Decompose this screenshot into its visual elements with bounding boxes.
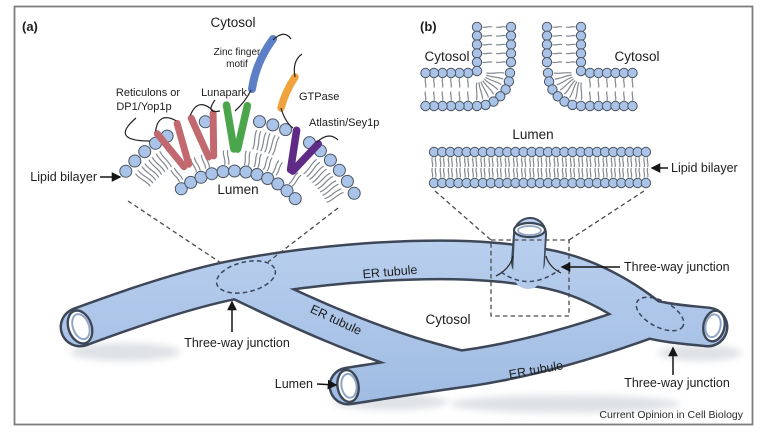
zoom-line-a-right xyxy=(267,207,339,263)
network-cytosol-label: Cytosol xyxy=(425,312,470,327)
network-lumen-label: Lumen xyxy=(275,377,313,391)
reticulon-proteins xyxy=(153,109,218,171)
junction-annotations xyxy=(127,190,685,332)
opening-lumen xyxy=(336,368,360,404)
lunapark-protein xyxy=(222,101,252,153)
membrane-panel-b xyxy=(420,21,652,189)
junction-top-dashed-outline xyxy=(500,269,560,283)
branch-flare-left xyxy=(495,255,514,277)
membrane-proteins xyxy=(124,33,339,175)
panel-a-cytosol-label: Cytosol xyxy=(210,15,255,30)
zoom-box xyxy=(490,239,570,317)
protein-linker-curves xyxy=(124,33,339,143)
journal-credit: Current Opinion in Cell Biology xyxy=(599,409,743,421)
lunapark-label: Lunapark xyxy=(201,87,247,99)
zinc-finger-domain xyxy=(248,35,277,93)
opening-branch-top xyxy=(512,221,547,239)
panel-b-lipid-bilayer-label: Lipid bilayer xyxy=(671,161,738,175)
membrane-arc-panel-a xyxy=(119,115,361,206)
panel-b-cytosol-right-label: Cytosol xyxy=(614,49,659,64)
junction-right-dashed-outline xyxy=(635,296,685,332)
er-tubule-network xyxy=(59,217,729,406)
branch-flare-right xyxy=(545,255,562,274)
panel-b-tag: (b) xyxy=(420,19,437,34)
zinc-finger-label-line2: motif xyxy=(226,59,248,70)
gtpase-label: GTPase xyxy=(299,91,339,103)
panel-a-lumen-label: Lumen xyxy=(217,182,258,197)
branch-tubule xyxy=(513,219,545,289)
labels: (a) Cytosol Zinc finger motif Lunapark G… xyxy=(22,15,744,421)
three-way-junction-left-label: Three-way junction xyxy=(184,336,290,350)
zinc-finger-label-line1: Zinc finger xyxy=(214,47,261,58)
zoom-line-a-left xyxy=(127,200,225,266)
reticulons-label-line1: Reticulons or xyxy=(116,87,181,99)
lumen-arrow-icon xyxy=(316,379,338,390)
tube-openings xyxy=(66,221,726,404)
three-way-junction-top-label: Three-way junction xyxy=(624,260,730,274)
zoom-line-b-left xyxy=(434,190,492,241)
gtpase-domain xyxy=(277,73,299,112)
opening-right xyxy=(702,309,726,343)
opening-left xyxy=(66,309,94,345)
panel-a-tag: (a) xyxy=(22,19,38,34)
er-tubule-bottom xyxy=(331,304,662,403)
panel-b-cytosol-left-label: Cytosol xyxy=(424,49,469,64)
atlastin-protein xyxy=(286,126,322,175)
junction-left-dashed-outline xyxy=(215,260,277,294)
er-tubule-top-label: ER tubule xyxy=(362,263,418,282)
reticulons-label-line2: DP1/Yop1p xyxy=(116,101,171,113)
panel-b-lumen-label: Lumen xyxy=(512,127,553,142)
tubule-shadows xyxy=(70,343,742,413)
atlastin-label: Atlastin/Sey1p xyxy=(309,117,379,129)
panel-a-lipid-bilayer-label: Lipid bilayer xyxy=(30,170,97,184)
three-way-junction-right-label: Three-way junction xyxy=(624,376,730,390)
